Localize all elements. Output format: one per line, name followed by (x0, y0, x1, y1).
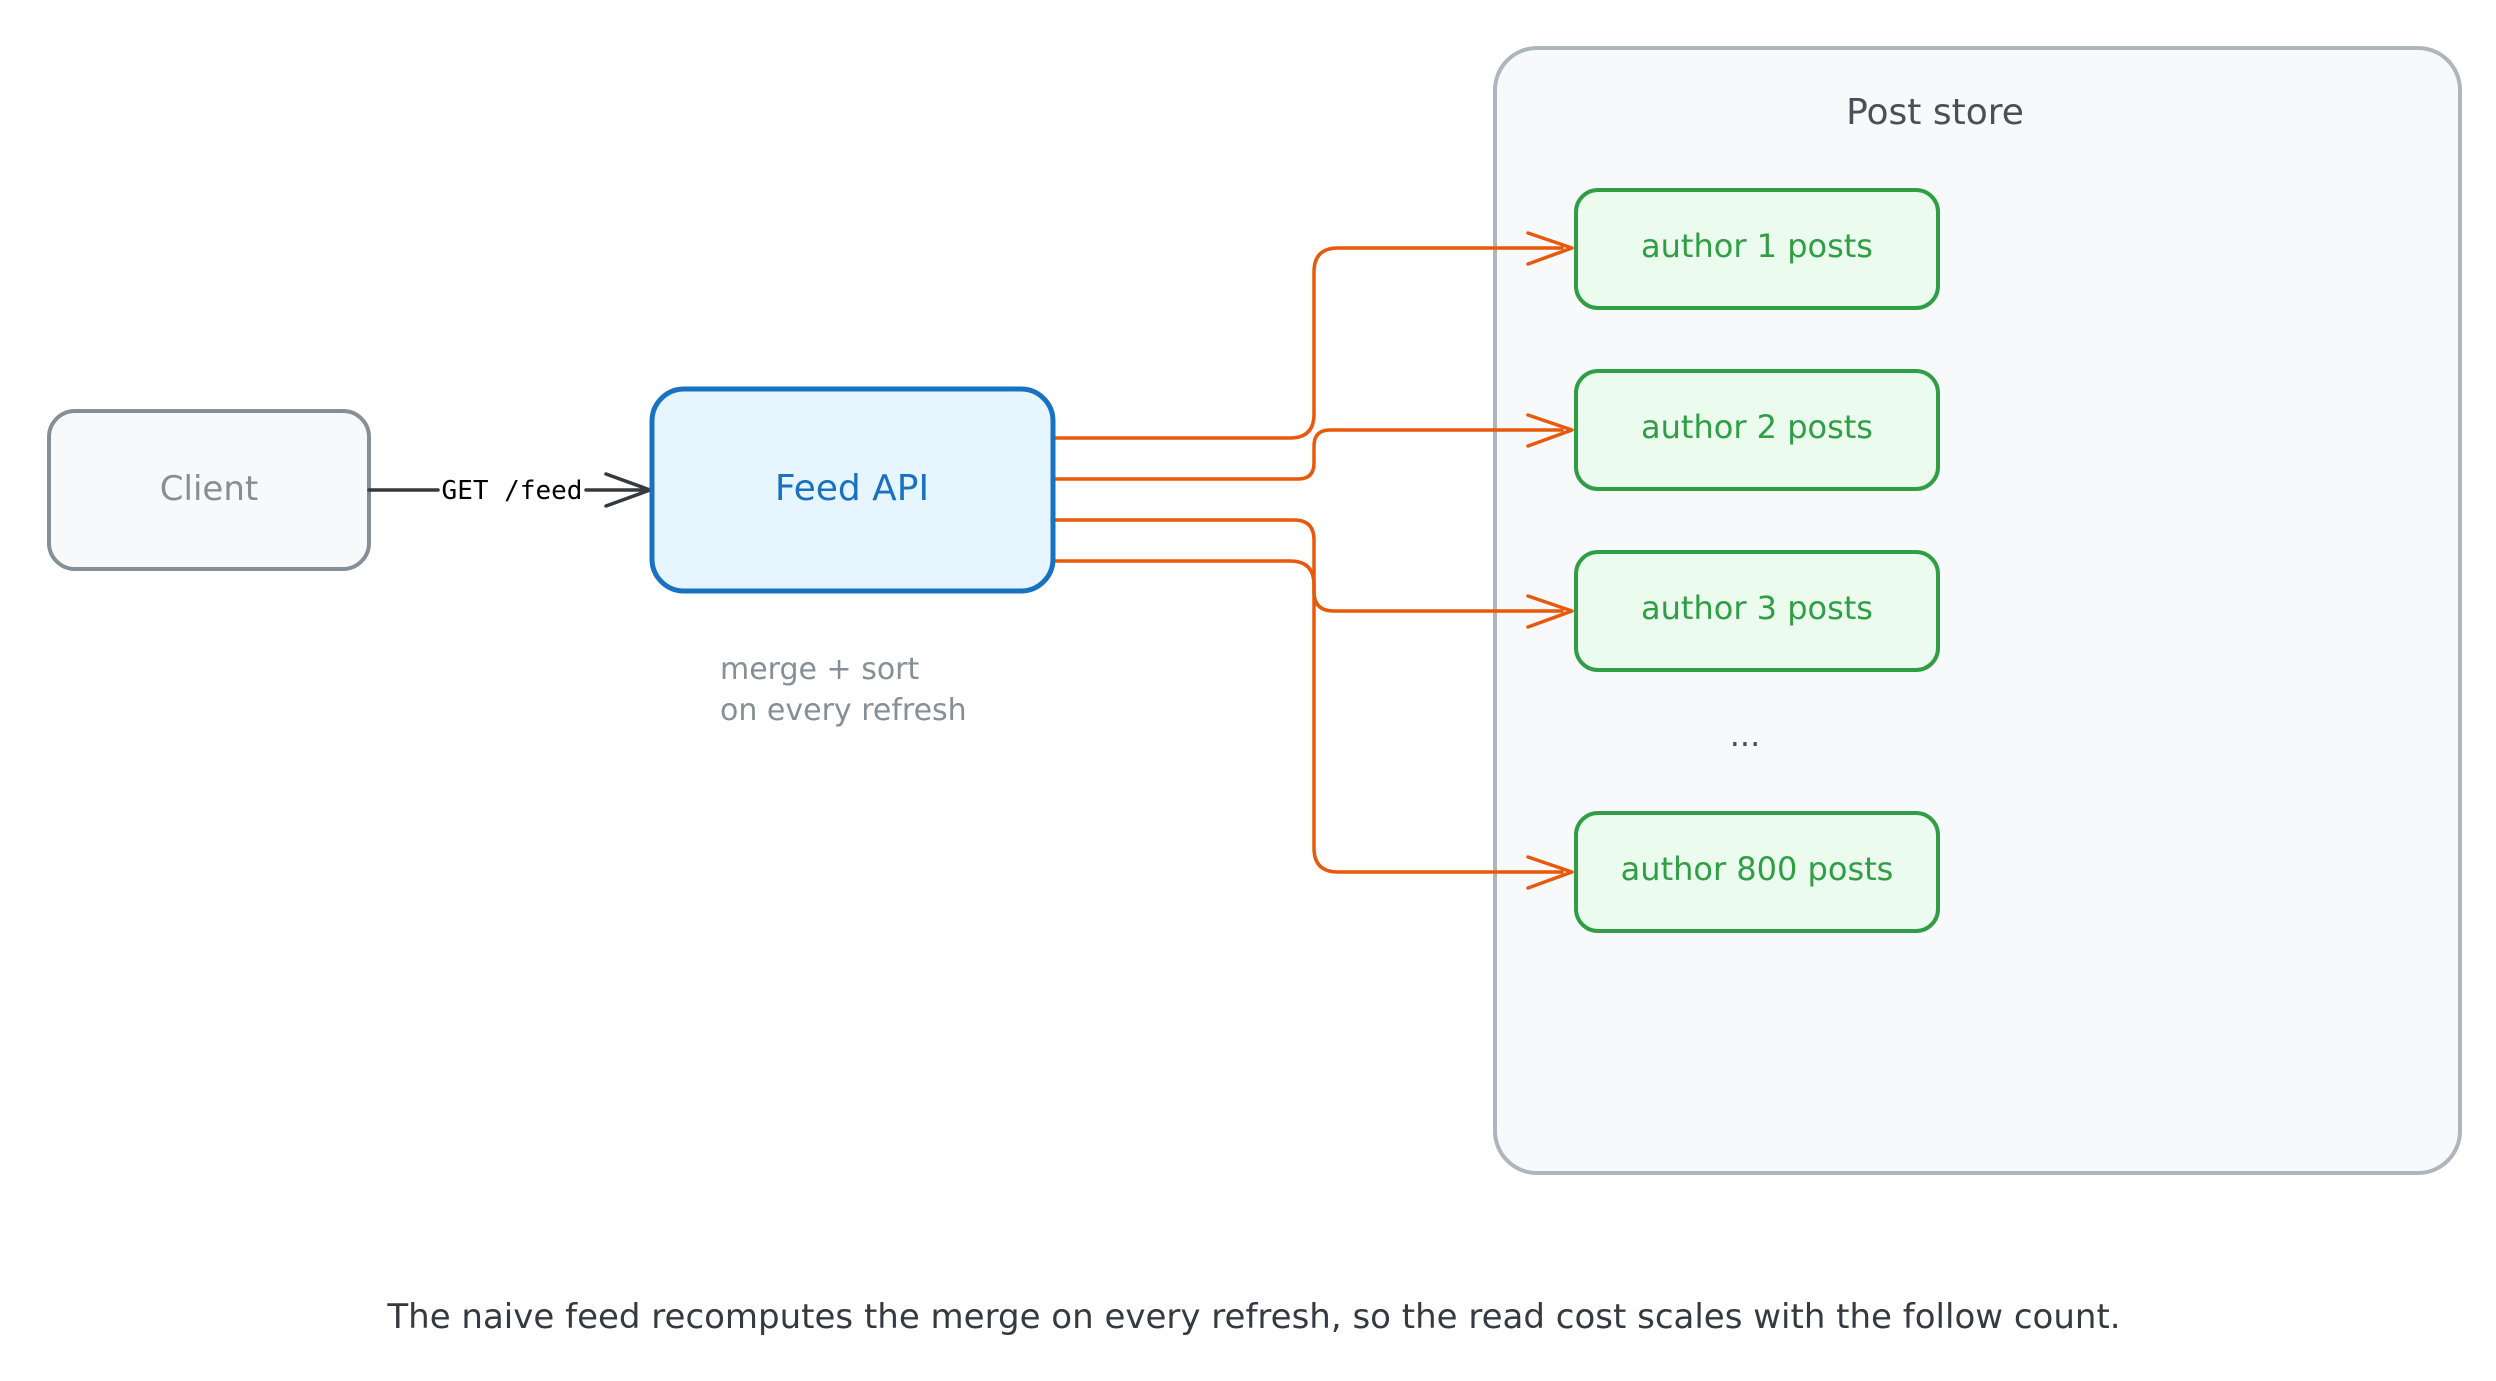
author-label-800: author 800 posts (1621, 850, 1894, 888)
author-ellipsis: ... (1730, 716, 1761, 754)
fanout-arrowhead-author-3 (1526, 594, 1574, 629)
author-box-800: author 800 posts (1574, 811, 1940, 933)
fanout-arrow-author-1 (1051, 246, 1564, 440)
author-label-3: author 3 posts (1641, 589, 1873, 627)
client-label: Client (160, 469, 258, 509)
fanout-arrowhead-author-800 (1526, 855, 1574, 890)
feed-api-label: Feed API (775, 468, 929, 509)
author-label-2: author 2 posts (1641, 408, 1873, 446)
fanout-arrowhead-author-2 (1526, 413, 1574, 448)
diagram-caption: The naive feed recomputes the merge on e… (386, 1297, 2120, 1337)
fanout-arrows (1051, 231, 1574, 890)
author-box-1: author 1 posts (1574, 188, 1940, 310)
request-arrow: GET /feed (367, 472, 652, 508)
feed-api-note-line-2: on every refresh (720, 693, 967, 728)
author-label-1: author 1 posts (1641, 227, 1873, 265)
author-box-2: author 2 posts (1574, 369, 1940, 491)
feed-api-node: Feed API (649, 386, 1056, 594)
author-box-3: author 3 posts (1574, 550, 1940, 672)
fanout-arrow-author-2 (1051, 428, 1564, 481)
feed-api-note-line-1: merge + sort (720, 652, 920, 687)
fanout-arrow-author-800 (1051, 559, 1564, 874)
request-label: GET /feed (442, 476, 583, 506)
feed-api-note: merge + sort on every refresh (720, 652, 967, 728)
fanout-arrow-author-3 (1051, 518, 1564, 613)
client-node: Client (47, 409, 371, 571)
post-store-title: Post store (1846, 92, 2024, 133)
fanout-arrowhead-author-1 (1526, 231, 1574, 266)
